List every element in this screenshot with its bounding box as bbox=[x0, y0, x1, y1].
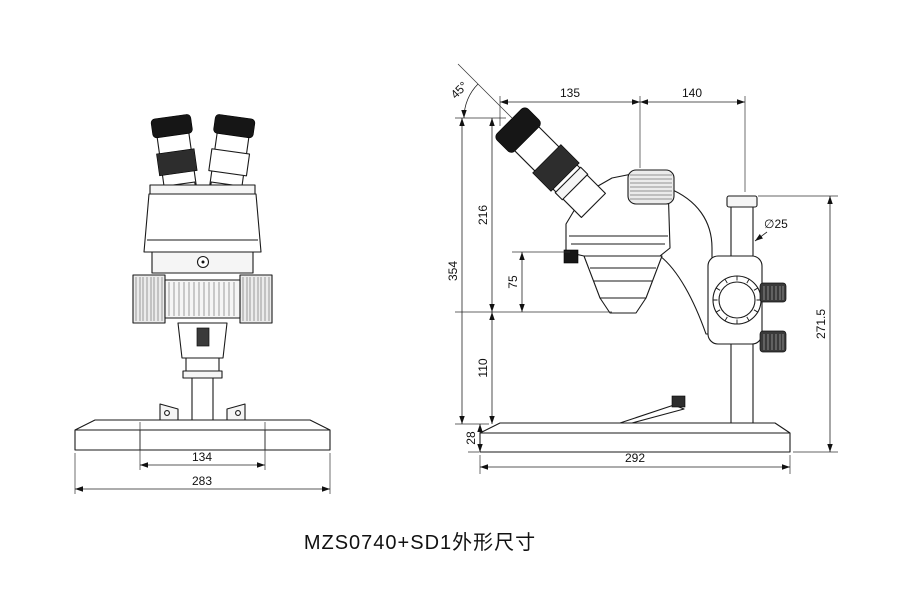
focus-knob-knurl-ticks bbox=[712, 275, 762, 325]
eyepiece-right-eyecup bbox=[213, 114, 256, 139]
head-latch-detail bbox=[563, 249, 579, 264]
eyepiece-side-knurl-ring bbox=[532, 144, 580, 192]
upper-knob-knurl bbox=[763, 286, 784, 300]
focus-knob-left bbox=[132, 274, 166, 324]
dim-label-28: 28 bbox=[464, 431, 478, 445]
focus-knob-right bbox=[239, 274, 273, 324]
upper-knob bbox=[759, 282, 787, 303]
adjustment-knobs bbox=[759, 282, 787, 353]
focus-knob-side bbox=[712, 275, 762, 325]
eyepiece-right-diopter-ring bbox=[208, 148, 251, 177]
eyepiece-left-diopter-ring bbox=[156, 148, 198, 177]
front-dimensions: 134 283 bbox=[74, 422, 331, 494]
support-arm bbox=[659, 187, 713, 335]
focus-knob-drum bbox=[132, 274, 273, 324]
dim-label-134: 134 bbox=[192, 450, 212, 464]
side-dimensions: 45° 135 140 354 216 75 110 28 271.5 ∅25 bbox=[446, 63, 838, 474]
eyepiece-side bbox=[495, 107, 606, 218]
front-pole bbox=[191, 377, 214, 421]
objective-front bbox=[177, 322, 228, 379]
lower-knob-knurl bbox=[763, 334, 784, 350]
knurl-hatch-left bbox=[135, 277, 163, 321]
dim-label-292: 292 bbox=[625, 451, 645, 465]
dim-label-45deg: 45° bbox=[448, 79, 471, 102]
collar-screw-center bbox=[201, 260, 205, 264]
dim-label-135: 135 bbox=[560, 86, 580, 100]
eyepiece-left-eyecup bbox=[150, 114, 193, 139]
dim-label-140: 140 bbox=[682, 86, 702, 100]
head-knob bbox=[627, 169, 675, 205]
dim-label-110: 110 bbox=[476, 358, 490, 377]
eyepiece-side-eyecup bbox=[495, 107, 541, 153]
dim-label-dia25: ∅25 bbox=[764, 217, 788, 231]
front-extension-lines bbox=[74, 422, 331, 494]
dim-label-216: 216 bbox=[476, 205, 490, 225]
focus-knob-inner bbox=[718, 281, 756, 319]
head-knob-knurl bbox=[630, 174, 672, 200]
dim-label-283: 283 bbox=[192, 474, 212, 488]
clamp-screw-left bbox=[164, 410, 170, 416]
head-body-front bbox=[143, 193, 262, 253]
angle-dimension: 45° bbox=[448, 63, 513, 119]
clamp-screw-right bbox=[235, 410, 241, 416]
objective-detail bbox=[196, 327, 210, 347]
eyepiece-right bbox=[208, 114, 256, 196]
objective-flange bbox=[182, 370, 223, 379]
dim-label-271-5: 271.5 bbox=[814, 309, 828, 339]
eyepiece-side-collar bbox=[554, 166, 589, 201]
pole-clamp bbox=[159, 403, 246, 421]
knurl-hatch-center bbox=[168, 282, 235, 316]
stage-clip-knob bbox=[671, 395, 686, 408]
angle-arc bbox=[461, 83, 479, 119]
stage-clip-lever bbox=[619, 404, 685, 424]
dim-label-75: 75 bbox=[506, 275, 520, 289]
dim-label-354: 354 bbox=[446, 261, 460, 281]
head-body-side-lines bbox=[569, 235, 668, 245]
objective-cone-upper bbox=[583, 255, 663, 299]
lower-knob bbox=[759, 330, 787, 353]
focus-drum-center bbox=[164, 279, 241, 319]
diameter-callout: ∅25 bbox=[754, 217, 788, 242]
pillar-top-cap bbox=[726, 195, 758, 208]
base-side-outline bbox=[479, 422, 791, 453]
side-view: 45° 135 140 354 216 75 110 28 271.5 ∅25 bbox=[446, 63, 838, 474]
base-side bbox=[479, 395, 791, 453]
objective-cone bbox=[583, 255, 663, 314]
objective-neck bbox=[185, 357, 220, 372]
knurl-hatch-right bbox=[242, 277, 270, 321]
eyepiece-axis-line bbox=[457, 63, 513, 119]
objective-cone-tip bbox=[599, 297, 647, 314]
eyepiece-left bbox=[150, 114, 198, 196]
base-front-outline bbox=[74, 419, 331, 451]
head-top-plate bbox=[149, 184, 256, 195]
diameter-leader-line bbox=[754, 231, 768, 242]
base-front bbox=[74, 419, 331, 451]
objective-cone-lines bbox=[590, 267, 656, 282]
front-view: 134 283 bbox=[74, 114, 331, 494]
drawing-title: MZS0740+SD1外形尺寸 bbox=[304, 531, 536, 554]
